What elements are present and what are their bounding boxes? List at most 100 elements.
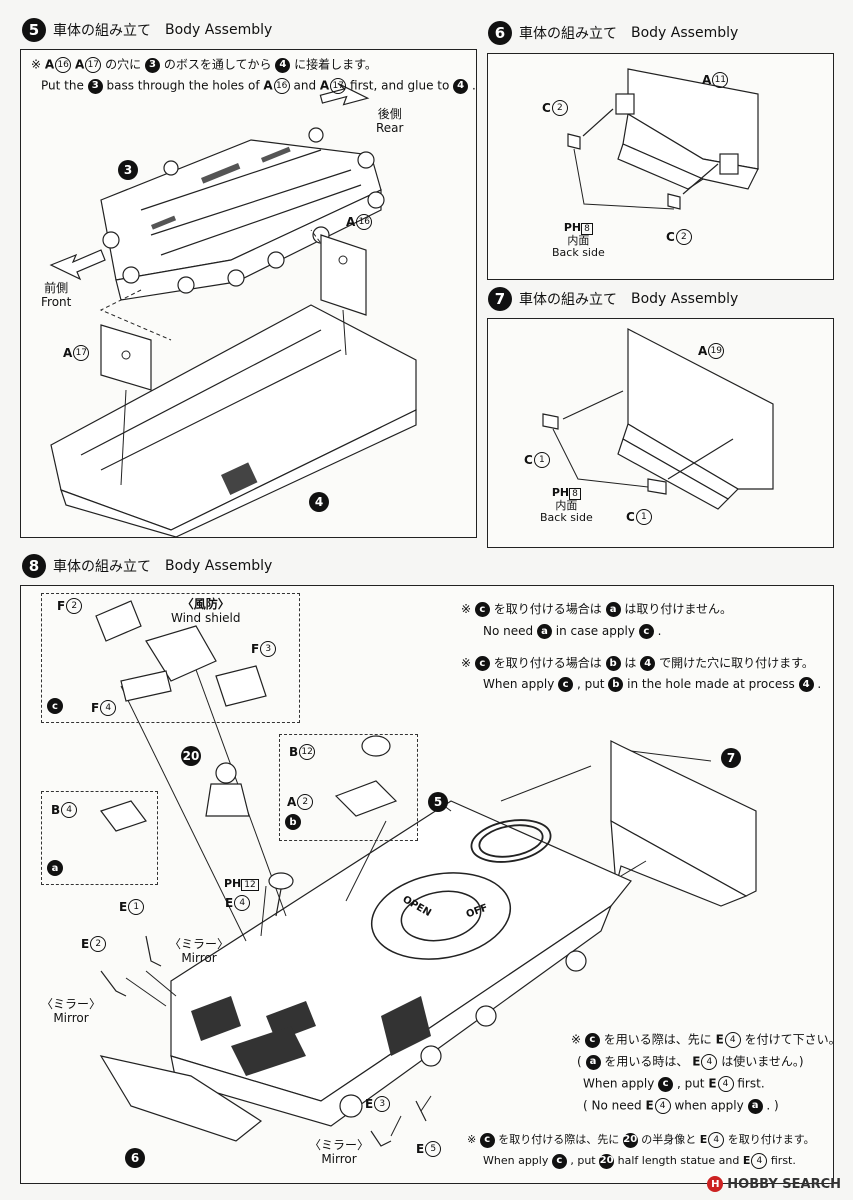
step-number: 5: [22, 18, 46, 42]
option-ref: a: [585, 1054, 601, 1070]
part-number: 4: [701, 1054, 718, 1070]
note-1-en: No need a in case apply c .: [483, 624, 661, 639]
note-text: を付けて下さい。: [744, 1032, 834, 1047]
mirror-jp: 〈ミラー〉: [169, 937, 230, 951]
part-letter: A: [702, 73, 712, 87]
note-text: は使いません。): [721, 1054, 804, 1069]
part-letter: E: [645, 1098, 654, 1113]
hobby-search-logo-icon: H: [707, 1176, 724, 1192]
note-text: ( No need: [583, 1098, 642, 1113]
note-text: Put the: [41, 78, 84, 93]
part-number: 12: [299, 744, 316, 760]
front-label: 前側 Front: [41, 281, 71, 310]
mirror-en: Mirror: [321, 1151, 357, 1166]
part-letter: A: [319, 78, 330, 93]
back-side-jp: 内面: [567, 233, 590, 247]
part-number: 2: [66, 598, 83, 614]
part-number: 3: [260, 641, 277, 657]
option-b-box: [279, 734, 418, 841]
rear-jp: 後側: [377, 107, 402, 121]
part-letter: A: [263, 78, 273, 93]
part-letter: E: [708, 1076, 717, 1091]
option-ref: c: [638, 624, 654, 639]
part-number: 16: [55, 57, 72, 73]
note-mark: ※: [571, 1032, 582, 1047]
part-7-callout: 7: [721, 748, 741, 768]
note-text: When apply: [583, 1076, 655, 1091]
part-number: 4: [654, 1098, 671, 1114]
part-letter: E: [715, 1032, 724, 1047]
mirror-label-1: 〈ミラー〉 Mirror: [169, 937, 230, 966]
note-mark: ※: [461, 602, 472, 616]
windshield-option-box: [41, 593, 300, 723]
step-title-jp: 車体の組み立て: [519, 292, 617, 308]
hobby-search-watermark: H HOBBY SEARCH: [707, 1176, 841, 1192]
note-text: (: [577, 1054, 582, 1069]
ph-number: 12: [241, 879, 259, 891]
option-ref: c: [584, 1032, 600, 1048]
rear-label: 後側 Rear: [376, 107, 404, 136]
note-text: を取り付ける場合は: [493, 602, 602, 616]
part-number: 1: [635, 509, 652, 525]
note-text: first, and glue to: [350, 78, 450, 93]
mirror-label-3: 〈ミラー〉 Mirror: [309, 1138, 369, 1167]
note-2-jp: ※ c を取り付ける場合は b は 4 で開けた穴に取り付けます。: [461, 656, 814, 671]
part-20-callout: 20: [181, 746, 201, 766]
step-title-jp: 車体の組み立て: [519, 26, 617, 42]
part-number: 16: [273, 78, 290, 94]
mirror-jp: 〈ミラー〉: [41, 997, 102, 1011]
part-number: 4: [751, 1153, 768, 1169]
part-letter: A: [63, 346, 73, 360]
option-ref: c: [474, 656, 490, 671]
part-ref: 20: [622, 1132, 638, 1148]
part-number: 2: [90, 936, 107, 952]
part-number: 17: [73, 345, 90, 361]
part-ref: 4: [798, 677, 814, 692]
option-c-mark: c: [47, 698, 63, 714]
option-b-mark: b: [285, 814, 301, 830]
note-mark: ※: [467, 1133, 477, 1146]
note-text: で開けた穴に取り付けます。: [659, 656, 814, 670]
rear-en: Rear: [376, 120, 404, 135]
option-ref: c: [551, 1153, 567, 1169]
part-number: 16: [356, 214, 373, 230]
note-text: . ): [766, 1098, 779, 1113]
part-ref: 4: [275, 57, 291, 73]
mirror-label-2: 〈ミラー〉 Mirror: [41, 997, 102, 1026]
part-number: 4: [717, 1076, 734, 1092]
part-number: 17: [85, 57, 102, 73]
part-letter: A: [346, 215, 356, 229]
note-text: bass through the holes of: [106, 78, 260, 93]
note-text: は取り付けません。: [624, 602, 733, 616]
part-number: 4: [724, 1032, 741, 1048]
part-letter: A: [44, 57, 55, 72]
step-title-en: Body Assembly: [631, 25, 739, 41]
part-6-callout: 6: [125, 1148, 145, 1168]
part-letter: E: [692, 1054, 701, 1069]
back-side-jp: 内面: [555, 498, 578, 512]
note-text: , put: [576, 677, 605, 691]
note-text: を用いる時は、: [604, 1054, 689, 1069]
